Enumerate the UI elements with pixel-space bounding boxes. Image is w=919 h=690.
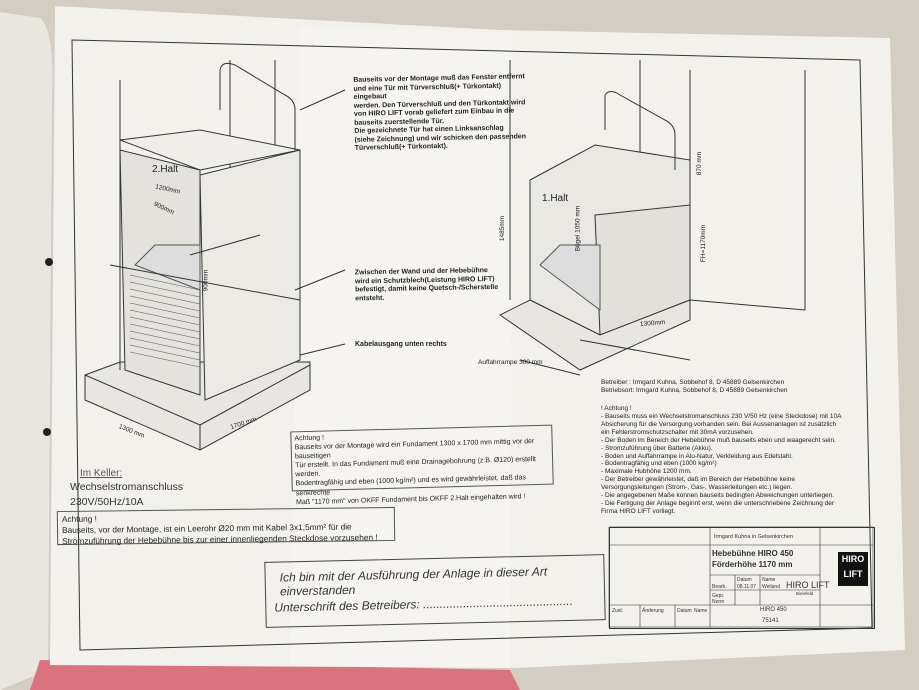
punch-hole: [43, 428, 51, 436]
title-block-brand: HIRO LIFT: [786, 580, 830, 590]
title-block-city: Bielefeld: [796, 591, 814, 596]
cable-exit-note: Kabelausgang unten rechts: [355, 341, 447, 348]
title-block-col-zust: Zust.: [612, 608, 624, 614]
protection-plate-note: Zwischen der Wand und der Hebebühne wird…: [354, 267, 499, 302]
logo-word-2: LIFT: [843, 569, 863, 579]
consent-text: Ich bin mit der Ausführung der Anlage in…: [279, 564, 548, 599]
stop-2-label: 2.Halt: [152, 164, 179, 175]
red-edge: [30, 660, 520, 690]
title-block-customer: Irmgard Kuhna in Gelsenkirchen: [714, 534, 793, 540]
signature-box: Ich bin mit der Ausführung der Anlage in…: [264, 554, 606, 628]
dim-1485: 1485mm: [499, 215, 507, 242]
hiro-lift-logo: HIRO LIFT: [838, 552, 868, 586]
title-block-number: 75141: [762, 618, 779, 624]
dim-870: 870 mm: [696, 151, 704, 176]
conduit-note: Achtung ! Bauseits, vor der Montage, ist…: [56, 506, 396, 546]
title-block-col-date-2: Datum: [677, 608, 692, 614]
title-block-date: 08.11.07: [737, 584, 757, 590]
title-block-col-name-2: Name: [694, 608, 708, 614]
logo-word-1: HIRO: [841, 554, 865, 564]
basement-voltage: 230V/50Hz/10A: [70, 496, 144, 508]
basement-title: Im Keller:: [80, 468, 123, 479]
title-block-product-2: Förderhöhe 1170 mm: [712, 560, 793, 569]
foundation-note: Achtung ! Bauseits vor der Montage wird …: [290, 424, 554, 506]
dim-fh: FH=1170mm: [700, 224, 708, 263]
title-block-col-name: Name: [762, 577, 776, 583]
ramp-label: Auffahrrampe 300 mm: [478, 359, 543, 366]
title-block: [609, 527, 875, 629]
stop-1-label: 1.Halt: [542, 193, 569, 204]
title-block-col-aend: Änderung: [642, 608, 664, 614]
title-block-row-gepr: Gepr.: [712, 593, 725, 599]
title-block-product-1: Hebebühne HIRO 450: [712, 549, 794, 558]
lift-drawing-right: [499, 60, 806, 376]
lift-drawing-left: [84, 60, 346, 451]
dim-buegel: Bügel 1050 mm: [574, 205, 582, 252]
title-block-row-norm: Norm: [712, 599, 725, 605]
title-block-model: HIRO 450: [760, 607, 787, 613]
title-block-row-bearb: Bearb.: [712, 584, 727, 590]
basement-connection: Wechselstromanschluss: [70, 481, 184, 493]
punch-hole: [45, 258, 53, 266]
notebook-page-left: [0, 12, 53, 690]
dim-900-b: 900mm: [202, 269, 210, 292]
requirements-list: ! Achtung ! - Bauseits muss ein Wechsels…: [601, 405, 842, 515]
operator-info: Betreiber : Irmgard Kuhna, Sobbehof 8, D…: [601, 379, 788, 394]
door-note: Bauseits vor der Montage muß das Fenster…: [353, 73, 527, 153]
title-block-col-date: Datum: [737, 577, 752, 583]
title-block-grid: [608, 526, 874, 628]
title-block-name: Weiland: [762, 584, 780, 590]
